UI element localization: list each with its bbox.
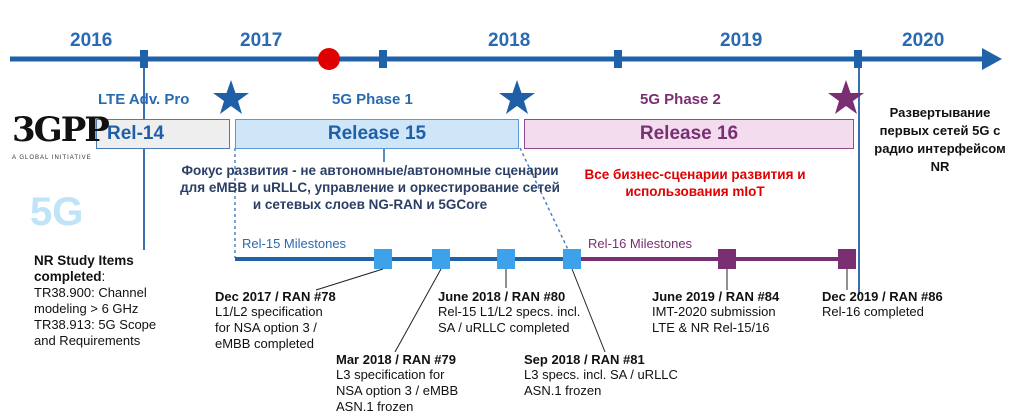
rel14-box: Rel-14: [96, 119, 230, 149]
year-2018: 2018: [488, 30, 531, 51]
milestone-ran79: Mar 2018 / RAN #79 L3 specification for …: [336, 352, 459, 414]
nr-study-items: NR Study Items completed: TR38.900: Chan…: [34, 253, 157, 348]
milestone-ran86: Dec 2019 / RAN #86 Rel-16 completed: [822, 289, 943, 319]
milestone-ran84: June 2019 / RAN #84 IMT-2020 submission …: [652, 289, 780, 335]
star-icon: [499, 80, 535, 114]
phase1-label: 5G Phase 1: [332, 91, 413, 108]
phase2-label: 5G Phase 2: [640, 91, 721, 108]
milestone-ran81: Sep 2018 / RAN #81 L3 specs. incl. SA / …: [524, 352, 678, 398]
release16-box: Release 16: [524, 119, 854, 149]
star-icon: [213, 80, 249, 114]
milestone-ran80: June 2018 / RAN #80 Rel-15 L1/L2 specs. …: [438, 289, 581, 335]
rel15-milestones-label: Rel-15 Milestones: [242, 236, 347, 251]
release15-box: Release 15: [235, 119, 519, 149]
5g-logo: 5G: [30, 190, 84, 234]
milestone-ran78: Dec 2017 / RAN #78 L1/L2 specification f…: [215, 289, 336, 351]
3gpp-logo: 3GPP: [12, 110, 110, 150]
year-2020: 2020: [902, 30, 945, 51]
year-2016: 2016: [70, 30, 113, 51]
miot-text: Все бизнес-сценарии развития и использов…: [584, 167, 806, 199]
year-2017: 2017: [240, 30, 283, 51]
rel15-focus-text: Фокус развития - не автономные/автономны…: [180, 163, 560, 212]
lte-adv-pro-label: LTE Adv. Pro: [98, 91, 190, 108]
timeline-arrow: [982, 48, 1002, 70]
tick-2017: [140, 50, 148, 68]
rel16-milestones-label: Rel-16 Milestones: [588, 236, 693, 251]
year-2019: 2019: [720, 30, 763, 51]
star-icon: [828, 80, 864, 114]
deployment-text: Развертывание первых сетей 5G с радио ин…: [874, 105, 1006, 174]
study-title: NR Study Items completed: [34, 253, 134, 284]
current-date-marker: [318, 48, 340, 70]
3gpp-tagline: A GLOBAL INITIATIVE: [12, 155, 92, 161]
